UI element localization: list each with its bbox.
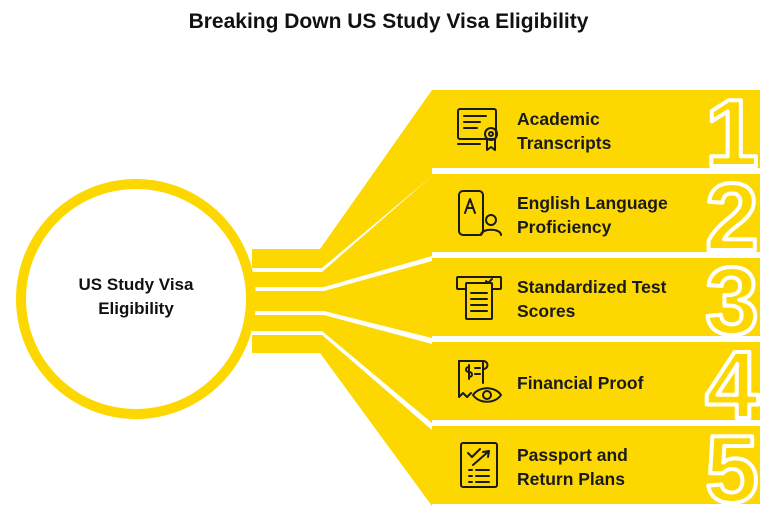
panels xyxy=(432,90,760,504)
financial-document-icon xyxy=(458,360,502,403)
connector-band-1 xyxy=(252,90,432,268)
panel-5 xyxy=(432,426,760,504)
panel-number-1: 1 xyxy=(705,80,758,187)
certificate-icon xyxy=(457,108,498,151)
panel-2 xyxy=(432,174,760,252)
connector-band-4 xyxy=(252,315,432,423)
panel-number-2: 2 xyxy=(705,164,758,271)
panel-numbers: 1 2 3 4 5 xyxy=(703,78,760,521)
panel-1 xyxy=(432,90,760,168)
connector-band-5 xyxy=(252,335,432,506)
center-circle-inner xyxy=(26,189,246,409)
panel-number-4: 4 xyxy=(705,332,758,439)
connector-band-2 xyxy=(252,176,432,287)
page-title: Breaking Down US Study Visa Eligibility xyxy=(188,10,589,33)
test-sheet-icon xyxy=(456,276,502,320)
connector-band-3 xyxy=(252,261,432,338)
panel-4 xyxy=(432,342,760,420)
panel-3 xyxy=(432,258,760,336)
passport-checklist-icon xyxy=(460,442,498,488)
center-label-line1: US Study Visa xyxy=(78,275,194,294)
center-label-line2: Eligibility xyxy=(98,299,174,318)
language-speaker-icon xyxy=(458,190,502,236)
panel-number-5: 5 xyxy=(705,416,758,521)
connector-bands xyxy=(252,90,432,506)
panel-number-3: 3 xyxy=(705,248,758,355)
item-label-4: Financial Proof xyxy=(517,373,644,393)
center-label: US Study Visa Eligibility xyxy=(48,273,224,321)
